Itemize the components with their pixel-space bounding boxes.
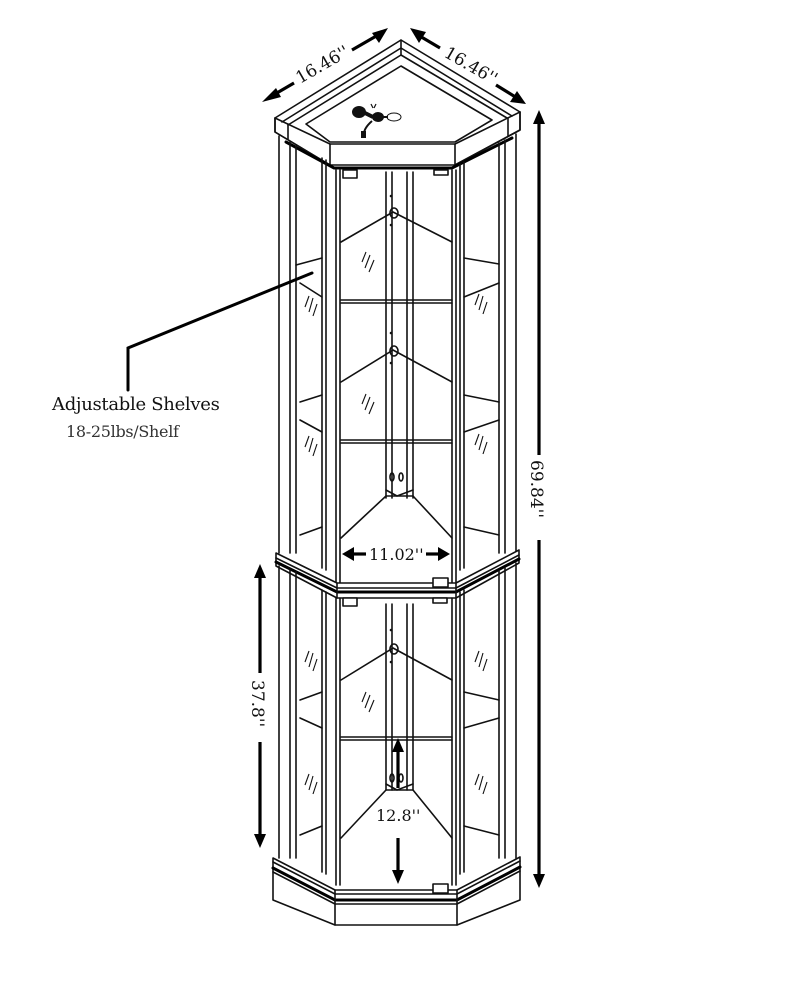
callout-leader [126,271,314,392]
dim-shelf-width-label: 11.02'' [369,545,424,564]
dim-shelf-depth-label: 12.8'' [376,806,420,825]
glass-glint-icon [304,251,488,457]
upper-cabinet [278,133,517,587]
dimension-top-right [410,28,526,104]
dimension-shelf-width [342,547,450,561]
mid-molding [274,549,521,607]
dim-lower-height-label: 37.8'' [247,680,267,727]
base-plinth [271,856,522,926]
dimension-total-height [533,110,545,888]
callout-subtitle: 18-25lbs/Shelf [66,422,179,441]
dim-total-height-label: 69.84'' [526,460,546,518]
dimension-shelf-depth [392,738,404,884]
callout-title: Adjustable Shelves [52,394,220,415]
crown-top [274,39,521,170]
dimension-top-left [262,28,388,102]
light-plug-icon [352,103,402,138]
lower-cabinet [278,562,517,886]
glass-glint-icon [304,650,488,795]
dimension-lower-height [254,564,266,848]
